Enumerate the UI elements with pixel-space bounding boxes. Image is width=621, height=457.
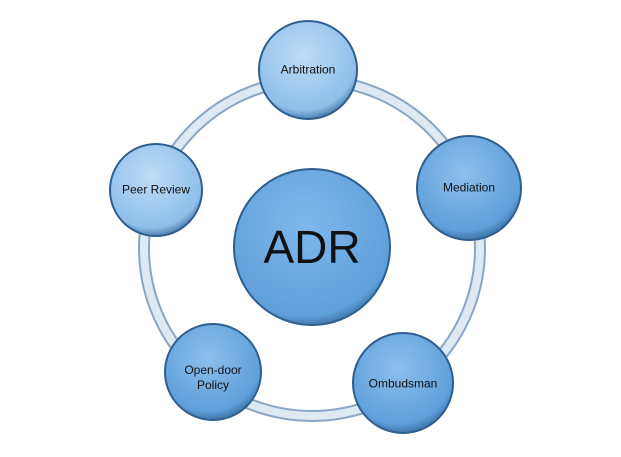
center-circle	[233, 168, 391, 326]
node-peer-review-label: Peer Review	[121, 182, 191, 197]
node-arbitration-label: Arbitration	[280, 62, 336, 77]
node-ombudsman-label: Ombudsman	[368, 376, 438, 391]
center-label: ADR	[263, 221, 361, 273]
node-open-door-circle	[164, 323, 262, 421]
node-ombudsman-circle	[352, 332, 454, 434]
node-peer-review-circle	[109, 143, 203, 237]
node-mediation-circle	[416, 135, 522, 241]
node-mediation-label: Mediation	[442, 180, 496, 195]
node-arbitration-circle	[258, 20, 358, 120]
node-open-door-label: Open-door Policy	[184, 363, 242, 392]
